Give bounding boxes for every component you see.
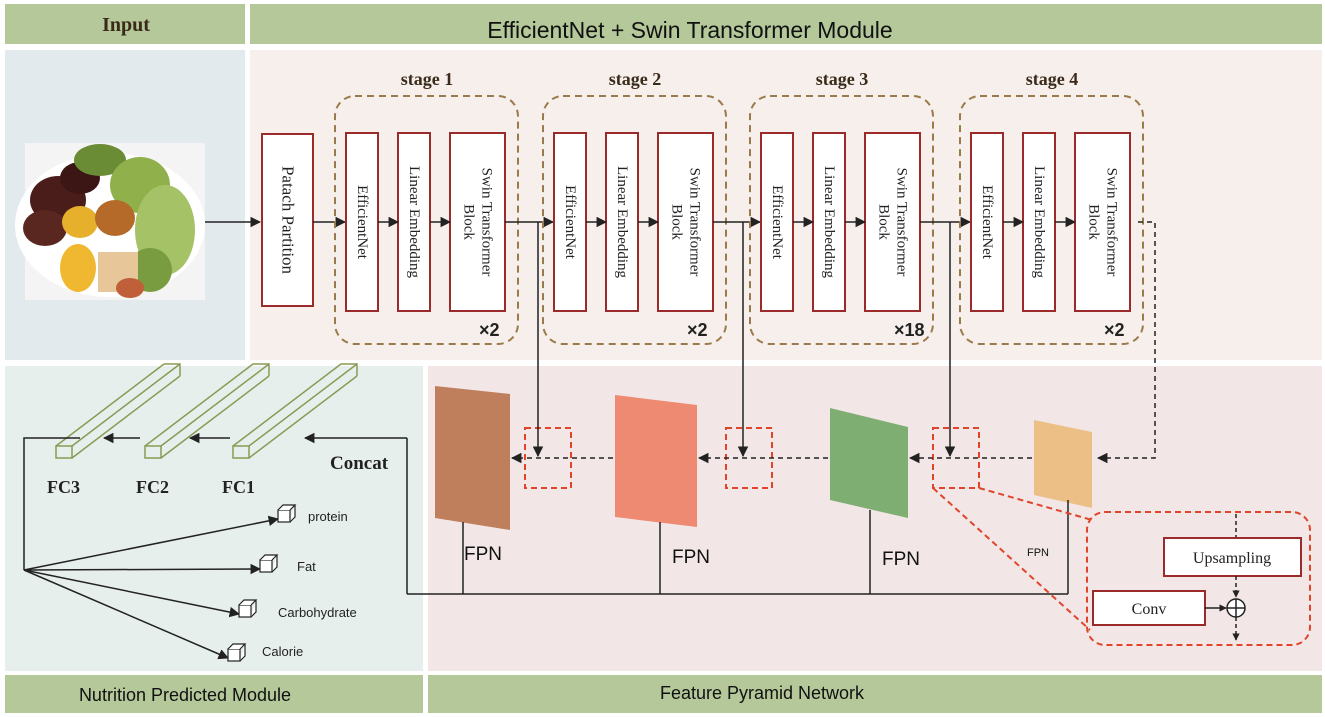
output-arrow [23,569,229,660]
input-title: Input [102,14,150,36]
fc3-label: FC3 [47,477,80,497]
output-carbohydrate: Carbohydrate [23,569,357,620]
module-title: EfficientNet + Swin Transformer Module [487,17,892,43]
fc2-layer [144,363,270,459]
output-label: Carbohydrate [278,605,357,620]
linear-embedding-label: Linear Embedding [406,166,422,279]
swin-label-line2: Block [1086,204,1102,240]
stage-2-label: stage 2 [609,69,662,89]
nutrition-panel [5,366,423,671]
output-arrow [23,563,262,575]
stage4-to-fpn-path [1096,221,1156,464]
cube-icon [238,599,258,618]
swin-label-line2: Block [669,204,685,240]
nutrition-header [5,675,423,713]
fc3-layer [55,363,181,459]
stage-4-frame [959,95,1144,345]
stage-1-repeat: ×2 [479,320,500,340]
swin-transformer-block [864,132,921,312]
swin-label-line2: Block [876,204,892,240]
linear-embedding-label: Linear Embedding [614,166,630,279]
cube-icon [277,504,297,523]
fc2-label: FC2 [136,477,169,497]
swin-label-line1: Swin Transformer [687,168,703,277]
conv-label: Conv [1132,601,1167,618]
output-arrow [23,569,241,618]
swin-label-line1: Swin Transformer [894,168,910,277]
feature-map-3 [830,408,908,518]
efficientnet-label: EfficientNet [979,185,995,260]
fpn-header [428,675,1322,713]
linear-embedding-block [397,132,431,312]
swin-transformer-block [449,132,506,312]
swin-label-line2: Block [461,204,477,240]
linear-embedding-block [605,132,639,312]
fpn-label-3: FPN [882,549,920,570]
feature-map-2 [615,395,697,527]
swin-label-line1: Swin Transformer [1104,168,1120,277]
fc1-label: FC1 [222,477,255,497]
stage-2-repeat: ×2 [687,320,708,340]
linear-embedding-block [1022,132,1056,312]
upsample-detail-box [1086,511,1311,646]
concat-label: Concat [330,453,389,474]
feature-map-1 [435,386,510,530]
swin-transformer-block [1074,132,1131,312]
merge-box-1 [524,427,572,489]
feature-map-4 [1034,420,1092,508]
stage-3: stage 3 ×18 EfficientNet Linear Embedding Sw… [749,69,972,345]
output-fat: Fat [23,554,316,575]
swin-transformer-block [657,132,714,312]
output-calorie: Calorie [23,569,303,662]
fpn-label-2: FPN [672,547,710,568]
input-header [5,4,245,44]
fpn-output-bus [303,432,1069,595]
upsampling-label: Upsampling [1193,550,1271,567]
fc1-layer [232,363,358,459]
patch-partition-label: Patach Partition [279,166,298,275]
efficientnet-label: EfficientNet [354,185,370,260]
stage-3-frame [749,95,934,345]
stage-4-label: stage 4 [1026,69,1079,89]
stage-3-repeat: ×18 [894,320,925,340]
stage-1: stage 1 ×2 EfficientNet Linear Embedding Swi… [334,69,555,345]
efficientnet-block [553,132,587,312]
stage-4-repeat: ×2 [1104,320,1125,340]
food-image [15,143,205,300]
stage-3-label: stage 3 [816,69,869,89]
output-protein: protein [23,504,348,571]
module-header [250,4,1322,44]
swin-label-line1: Swin Transformer [479,168,495,277]
add-operator-icon [1226,598,1246,618]
linear-embedding-label: Linear Embedding [821,166,837,279]
efficientnet-label: EfficientNet [769,185,785,260]
fpn-title: Feature Pyramid Network [660,683,865,703]
fc3-to-outputs-line [23,437,80,570]
patch-partition-block [261,133,314,307]
output-label: Calorie [262,644,303,659]
linear-embedding-label: Linear Embedding [1031,166,1047,279]
stage-1-frame [334,95,519,345]
cube-icon [259,554,279,573]
stage-1-label: stage 1 [401,69,454,89]
cube-icon [227,643,247,662]
output-label: protein [308,509,348,524]
efficientnet-label: EfficientNet [562,185,578,260]
output-arrow [23,515,280,571]
fpn-label-1: FPN [464,544,502,565]
stage-4: stage 4 ×2 EfficientNet Linear Embedding Swi… [959,69,1144,345]
stage-2: stage 2 ×2 EfficientNet Linear Embedding Swi… [542,69,762,345]
fpn-label-4: FPN [1027,547,1049,559]
stage-2-frame [542,95,727,345]
upsampling-block [1163,537,1302,577]
zoom-line-1 [932,487,1091,631]
nutrition-title: Nutrition Predicted Module [79,685,291,705]
output-label: Fat [297,559,316,574]
